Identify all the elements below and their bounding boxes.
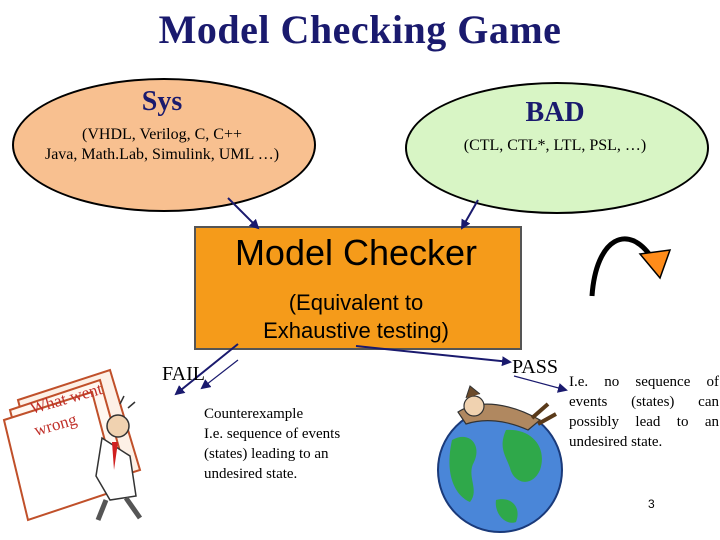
page-number: 3 bbox=[648, 497, 655, 511]
pass-text-arrow bbox=[513, 375, 568, 393]
relaxed-person-globe-icon bbox=[437, 385, 563, 533]
model-checker-subtitle-line1: (Equivalent to bbox=[288, 290, 424, 315]
counterexample-line4: undesired state. bbox=[204, 466, 298, 482]
bad-title: BAD bbox=[525, 97, 585, 128]
sys-languages-line2: Java, Math.Lab, Simulink, UML …) bbox=[44, 146, 280, 163]
counterexample-line3: (states) leading to an bbox=[204, 446, 329, 462]
counterexample-line1: Counterexample bbox=[204, 406, 304, 422]
curved-arrow-icon bbox=[589, 236, 672, 297]
model-checker-box bbox=[194, 226, 522, 350]
checker-to-fail-arrow bbox=[174, 343, 239, 396]
checker-to-pass-arrow bbox=[355, 345, 512, 367]
worried-person-papers-icon: What went wrong bbox=[2, 368, 143, 522]
fail-text-arrow bbox=[200, 359, 239, 390]
slide-title: Model Checking Game bbox=[158, 7, 562, 52]
sys-ellipse bbox=[12, 78, 316, 212]
pass-description: I.e. no sequence of events (states) can … bbox=[569, 374, 719, 450]
bad-ellipse bbox=[405, 82, 709, 214]
sys-title: Sys bbox=[141, 86, 183, 117]
counterexample-line2: I.e. sequence of events bbox=[204, 426, 341, 442]
sys-languages: (VHDL, Verilog, C, C++ Java, Math.Lab, S… bbox=[12, 125, 312, 165]
sys-languages-line1: (VHDL, Verilog, C, C++ bbox=[82, 126, 242, 143]
bad-to-checker-arrow bbox=[461, 199, 479, 230]
fail-label: FAIL bbox=[162, 363, 205, 385]
model-checker-subtitle-line2: Exhaustive testing) bbox=[263, 318, 449, 343]
bad-logics: (CTL, CTL*, LTL, PSL, …) bbox=[463, 137, 647, 154]
counterexample-text: Counterexample I.e. sequence of events (… bbox=[204, 404, 389, 484]
model-checker-title: Model Checker bbox=[234, 232, 478, 273]
model-checker-subtitle: (Equivalent to Exhaustive testing) bbox=[194, 289, 518, 345]
pass-label: PASS bbox=[512, 356, 558, 378]
sys-to-checker-arrow bbox=[227, 197, 260, 230]
